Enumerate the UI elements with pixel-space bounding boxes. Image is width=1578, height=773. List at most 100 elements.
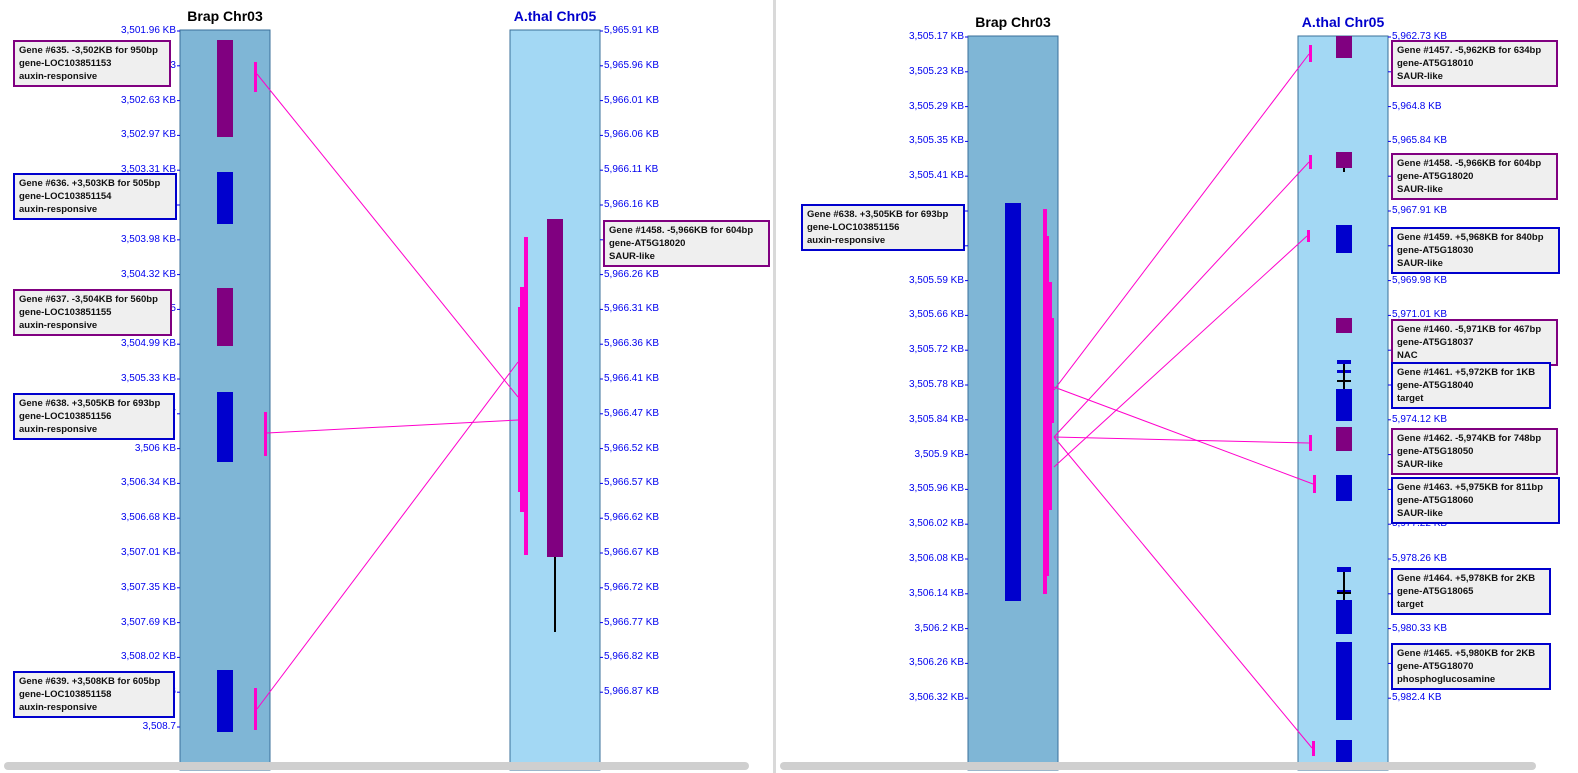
gene-label-636[interactable]: Gene #636. +3,503KB for 505bp gene-LOC10…	[13, 173, 177, 220]
gene-638-block[interactable]	[1005, 203, 1021, 601]
axis-tick-label: 3,506.02 KB	[908, 518, 964, 530]
axis-tick-label: 3,505.66 KB	[908, 309, 964, 321]
link-hit-bar[interactable]	[254, 688, 257, 730]
axis-tick-label: 3,507.35 KB	[120, 581, 176, 593]
right-horizontal-scrollbar[interactable]	[780, 762, 1536, 770]
right-view-athal-title: A.thal Chr05	[1301, 14, 1385, 30]
axis-tick-label: 3,506.14 KB	[908, 587, 964, 599]
axis-tick-label: 5,966.01 KB	[604, 94, 660, 106]
gene-1458-block[interactable]	[1336, 152, 1352, 168]
gene-1459-block[interactable]	[1336, 225, 1352, 253]
gene-label-title: Gene #1464. +5,978KB for 2KB	[1397, 573, 1536, 584]
axis-tick-label: 5,966.16 KB	[604, 199, 660, 210]
gene-label-1465[interactable]: Gene #1465. +5,980KB for 2KB gene-AT5G18…	[1391, 643, 1551, 690]
axis-tick-label: 5,966.67 KB	[604, 547, 660, 558]
gene-1460-block[interactable]	[1336, 318, 1352, 333]
gene-label-1464[interactable]: Gene #1464. +5,978KB for 2KB gene-AT5G18…	[1391, 568, 1551, 615]
axis-tick-label: 5,964.8 KB	[1392, 100, 1442, 112]
synteny-links[interactable]	[1053, 53, 1314, 749]
gene-label-id: gene-AT5G18020	[609, 238, 686, 249]
gene-label-id: gene-AT5G18020	[1397, 171, 1474, 182]
axis-tick-label: 3,505.23 KB	[908, 65, 964, 77]
axis-tick-label: 5,966.06 KB	[604, 129, 660, 141]
gene-label-desc: auxin-responsive	[19, 320, 98, 331]
gene-label-638[interactable]: Gene #638. +3,505KB for 693bp gene-LOC10…	[13, 393, 175, 440]
gene-1457-block[interactable]	[1336, 36, 1352, 58]
view-divider[interactable]	[773, 0, 776, 773]
axis-tick-label: 3,505.9 KB	[914, 448, 964, 460]
gene-636-block[interactable]	[217, 172, 233, 224]
gene-label-desc: auxin-responsive	[19, 71, 98, 82]
gene-label-desc: target	[1397, 599, 1424, 610]
axis-tick-label: 5,965.84 KB	[1392, 135, 1448, 147]
axis-tick-label: 3,506 KB	[134, 442, 176, 454]
axis-tick-label: 5,966.72 KB	[604, 581, 660, 593]
synteny-links[interactable]	[256, 73, 519, 710]
axis-tick-label: 3,505.72 KB	[908, 344, 964, 356]
gene-1465-block[interactable]	[1336, 642, 1352, 720]
gene-label-635[interactable]: Gene #635. -3,502KB for 950bp gene-LOC10…	[13, 40, 171, 87]
gene-638-block[interactable]	[217, 392, 233, 462]
axis-tick-label: 3,502.63 KB	[120, 94, 176, 106]
link-hit-bar[interactable]	[254, 62, 257, 92]
axis-tick-label: 5,966.57 KB	[604, 477, 660, 489]
left-horizontal-scrollbar[interactable]	[4, 762, 749, 770]
axis-tick-label: 3,506.2 KB	[914, 622, 964, 634]
gene-1463-block[interactable]	[1336, 475, 1352, 501]
gene-label-id: gene-LOC103851155	[19, 307, 112, 318]
gene-label-id: gene-AT5G18065	[1397, 586, 1474, 597]
gene-label-639[interactable]: Gene #639. +3,508KB for 605bp gene-LOC10…	[13, 671, 175, 718]
gene-label-1458[interactable]: Gene #1458. -5,966KB for 604bp gene-AT5G…	[1391, 153, 1558, 200]
athal-hit-bars[interactable]	[518, 237, 528, 555]
gene-label-title: Gene #1457. -5,962KB for 634bp	[1397, 45, 1542, 56]
athal-hit-bars[interactable]	[1307, 45, 1316, 756]
gene-label-title: Gene #1463. +5,975KB for 811bp	[1397, 482, 1544, 493]
gene-639-block[interactable]	[217, 670, 233, 732]
gene-label-title: Gene #1458. -5,966KB for 604bp	[609, 225, 754, 236]
gene-1462-block[interactable]	[1336, 427, 1352, 451]
axis-tick-label: 3,504.32 KB	[120, 268, 176, 280]
left-view-tick-marks	[177, 30, 603, 728]
gene-label-1459[interactable]: Gene #1459. +5,968KB for 840bp gene-AT5G…	[1391, 227, 1560, 274]
gene-label-desc: phosphoglucosamine	[1397, 674, 1496, 685]
gene-label-1457[interactable]: Gene #1457. -5,962KB for 634bp gene-AT5G…	[1391, 40, 1558, 87]
axis-tick-label: 3,505.17 KB	[908, 31, 964, 42]
left-view-graphics	[177, 29, 603, 771]
gene-label-id: gene-AT5G18050	[1397, 446, 1474, 457]
gene-label-638[interactable]: Gene #638. +3,505KB for 693bp gene-LOC10…	[801, 204, 965, 251]
axis-tick-label: 5,974.12 KB	[1392, 413, 1448, 425]
gene-label-1461[interactable]: Gene #1461. +5,972KB for 1KB gene-AT5G18…	[1391, 362, 1551, 409]
axis-tick-label: 3,505.84 KB	[908, 413, 964, 425]
gene-label-637[interactable]: Gene #637. -3,504KB for 560bp gene-LOC10…	[13, 289, 172, 336]
gene-label-id: gene-AT5G18037	[1397, 337, 1474, 348]
right-view-graphics	[965, 35, 1391, 771]
gene-label-id: gene-AT5G18040	[1397, 380, 1474, 391]
axis-tick-label: 5,962.73 KB	[1392, 31, 1448, 42]
link-hit-bar[interactable]	[264, 412, 267, 456]
axis-tick-label: 3,508.02 KB	[120, 651, 176, 663]
gene-label-title: Gene #1462. -5,974KB for 748bp	[1397, 433, 1542, 444]
gene-637-block[interactable]	[217, 288, 233, 346]
axis-tick-label: 5,966.36 KB	[604, 338, 660, 350]
axis-tick-label: 5,966.82 KB	[604, 651, 660, 663]
gene-label-title: Gene #638. +3,505KB for 693bp	[19, 398, 161, 409]
axis-tick-label: 5,966.41 KB	[604, 373, 660, 384]
gene-635-block[interactable]	[217, 40, 233, 137]
gene-label-desc: SAUR-like	[1397, 508, 1443, 519]
left-view-athal-title: A.thal Chr05	[513, 8, 597, 24]
gene-label-1460[interactable]: Gene #1460. -5,971KB for 467bp gene-AT5G…	[1391, 319, 1558, 366]
gene-label-1458[interactable]: Gene #1458. -5,966KB for 604bp gene-AT5G…	[603, 220, 770, 267]
gene-label-desc: SAUR-like	[1397, 459, 1443, 470]
gene-label-id: gene-AT5G18070	[1397, 661, 1474, 672]
brap-hit-bars[interactable]	[1043, 209, 1054, 594]
gene-label-1462[interactable]: Gene #1462. -5,974KB for 748bp gene-AT5G…	[1391, 428, 1558, 475]
gene-label-1463[interactable]: Gene #1463. +5,975KB for 811bp gene-AT5G…	[1391, 477, 1560, 524]
gene-1461-block[interactable]	[1336, 360, 1352, 421]
axis-tick-label: 3,506.26 KB	[908, 657, 964, 669]
gene-label-title: Gene #636. +3,503KB for 505bp	[19, 178, 161, 189]
gene-1464-block[interactable]	[1336, 567, 1352, 634]
gene-label-title: Gene #1458. -5,966KB for 604bp	[1397, 158, 1542, 169]
gene-1458-block[interactable]	[547, 219, 563, 557]
axis-tick-label: 5,971.01 KB	[1392, 309, 1448, 321]
axis-tick-label: 3,501.96 KB	[120, 25, 176, 36]
